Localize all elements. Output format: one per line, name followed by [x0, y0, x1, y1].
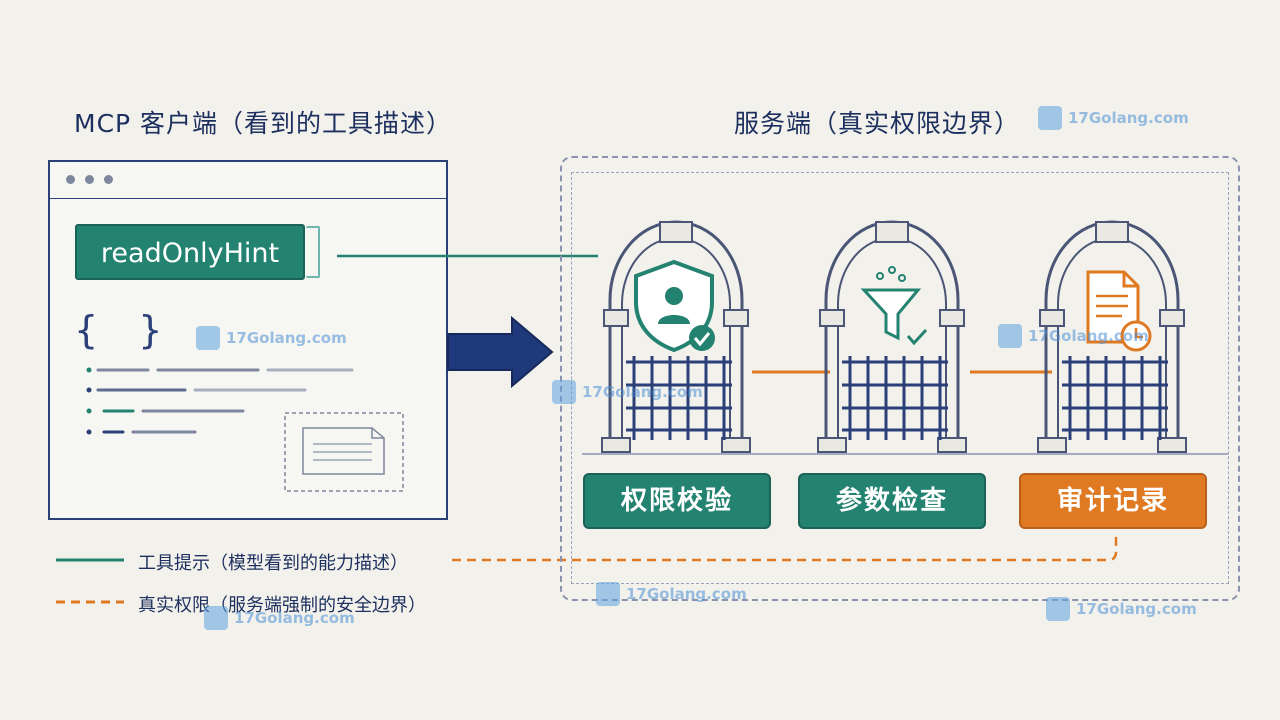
server-inner-boundary [571, 172, 1229, 584]
window-dot-icon [85, 175, 94, 184]
readonly-hint-chip: readOnlyHint [75, 224, 305, 280]
shield-user-check-icon [634, 259, 715, 353]
fence-icon [626, 356, 732, 440]
watermark: 17Golang.com [998, 324, 1149, 348]
funnel-check-icon [860, 266, 928, 346]
window-titlebar [50, 162, 446, 199]
17golang-logo-icon [998, 324, 1022, 348]
big-arrow-icon [447, 315, 554, 389]
fence-icon [842, 356, 948, 440]
17golang-logo-icon [204, 606, 228, 630]
window-dot-icon [66, 175, 75, 184]
archway-icon [817, 220, 967, 453]
17golang-logo-icon [196, 326, 220, 350]
watermark: 17Golang.com [204, 606, 355, 630]
gate-audit [1037, 220, 1187, 453]
watermark: 17Golang.com [1038, 106, 1189, 130]
client-title: MCP 客户端（看到的工具描述） [74, 109, 453, 138]
document-clock-icon [1086, 270, 1152, 352]
json-braces: { } [74, 308, 177, 352]
gate-permission [601, 220, 751, 453]
code-lines [86, 367, 354, 435]
hint-bracket [306, 226, 320, 278]
server-title: 服务端（真实权限边界） [734, 109, 1021, 138]
window-dot-icon [104, 175, 113, 184]
17golang-logo-icon [596, 582, 620, 606]
permission-path-line [452, 532, 1118, 562]
watermark: 17Golang.com [596, 582, 747, 606]
legend-tool-hint: 工具提示（模型看到的能力描述） [138, 553, 408, 574]
gate-label-permission: 权限校验 [583, 473, 771, 529]
watermark: 17Golang.com [1046, 597, 1197, 621]
watermark: 17Golang.com [196, 326, 347, 350]
gate-parameter [817, 220, 967, 453]
gate-label-audit: 审计记录 [1019, 473, 1207, 529]
archway-icon [1037, 220, 1187, 453]
gate-label-parameter: 参数检查 [798, 473, 986, 529]
17golang-logo-icon [1046, 597, 1070, 621]
document-thumbnail-icon [284, 412, 404, 492]
server-boundary [560, 156, 1240, 601]
17golang-logo-icon [552, 380, 576, 404]
watermark: 17Golang.com [552, 380, 703, 404]
fence-icon [1062, 356, 1168, 440]
17golang-logo-icon [1038, 106, 1062, 130]
archway-icon [601, 220, 751, 453]
